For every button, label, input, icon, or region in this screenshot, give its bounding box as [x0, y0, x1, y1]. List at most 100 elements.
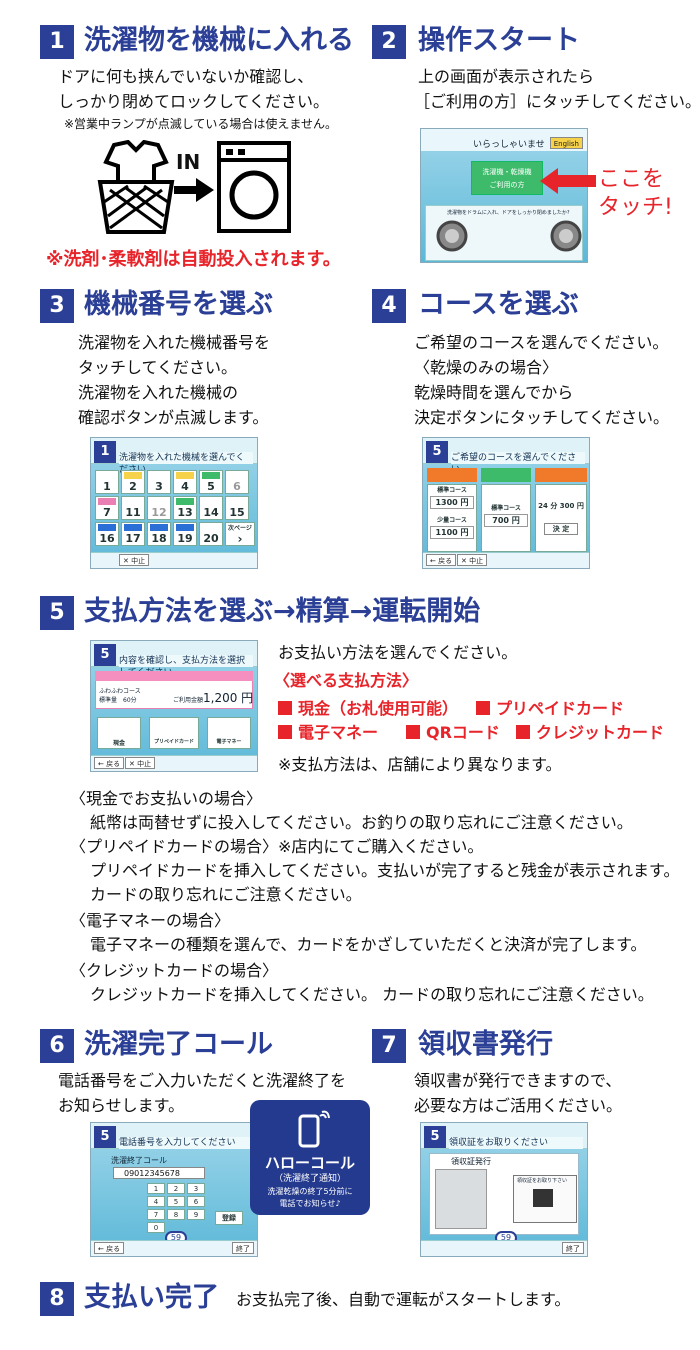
next-page-button[interactable]: 次ページ› [225, 522, 255, 546]
english-button[interactable]: English [549, 137, 583, 149]
step-6-line-2: お知らせします。 [58, 1096, 185, 1115]
machine-tile-6[interactable]: 6 [225, 470, 249, 494]
screen-step-num: 1 [94, 441, 116, 463]
step-3-line-4: 確認ボタンが点滅します。 [78, 408, 269, 427]
cancel-button[interactable]: ✕ 中止 [119, 554, 150, 566]
method-prepaid: プリペイドカード [476, 696, 624, 721]
step-3-line-3: 洗濯物を入れた機械の [78, 383, 239, 402]
step-1-note: ※営業中ランプが点滅している場合は使えません。 [64, 117, 337, 131]
machine-tile-3[interactable]: 3 [147, 470, 171, 494]
step-7-line-2: 必要な方はご活用ください。 [414, 1096, 623, 1115]
detail-line-1: 〈現金でお支払いの場合〉 [70, 789, 263, 808]
machine-tile-11[interactable]: 11 [121, 496, 145, 520]
machine-tile-17[interactable]: 17 [121, 522, 145, 546]
machine-tile-4[interactable]: 4 [173, 470, 197, 494]
emoney-button[interactable]: 電子マネー [207, 717, 251, 749]
step-2-line-1: 上の画面が表示されたら [418, 67, 595, 86]
machine-tile-13[interactable]: 13 [173, 496, 197, 520]
machine-tile-16[interactable]: 16 [95, 522, 119, 546]
key-1[interactable]: 1 [147, 1183, 165, 1194]
key-0[interactable]: 0 [147, 1222, 165, 1233]
course-standard[interactable]: 標準コース 1300 円 少量コース 1100 円 [427, 484, 477, 552]
detail-line-3: 〈プリペイドカードの場合〉※店内にてご購入ください。 [70, 837, 484, 856]
machine-tile-1[interactable]: 1 [95, 470, 119, 494]
user-button[interactable]: 洗濯機・乾燥機 ご利用の方 [471, 161, 543, 195]
step-3-line-1: 洗濯物を入れた機械番号を [78, 333, 271, 352]
user-button-label-1: 洗濯機・乾燥機 [482, 168, 532, 176]
step-4-number: 4 [372, 289, 406, 323]
hello-call-title: ハローコール [264, 1154, 355, 1172]
machine-tile-19[interactable]: 19 [173, 522, 197, 546]
hello-call-badge: ハローコール （洗濯終了通知） 洗濯乾燥の終了5分前に 電話でお知らせ♪ [250, 1100, 370, 1215]
course-select-title: ご希望のコースを選んでください [451, 452, 585, 475]
step-7-number: 7 [372, 1029, 406, 1063]
done-button[interactable]: 終了 [232, 1242, 254, 1254]
cancel-button[interactable]: ✕ 中止 [457, 554, 488, 566]
amount-label: ご利用金額 [173, 697, 204, 704]
screen-step-num: 5 [94, 644, 116, 666]
machine-tile-18[interactable]: 18 [147, 522, 171, 546]
cash-button[interactable]: 現金 [97, 717, 141, 749]
done-button[interactable]: 終了 [562, 1242, 584, 1254]
drum-icon [436, 220, 468, 252]
detail-line-5: カードの取り忘れにご注意ください。 [74, 885, 362, 904]
step-4-line-1: ご希望のコースを選んでください。 [414, 333, 669, 352]
call-label: 洗濯終了コール [111, 1156, 167, 1165]
key-5[interactable]: 5 [167, 1196, 185, 1207]
machine-tile-15[interactable]: 15 [225, 496, 249, 520]
step-7-title: 領収書発行 [418, 1029, 553, 1060]
step-1-number: 1 [40, 25, 74, 59]
prepaid-button[interactable]: プリペイドカード [149, 717, 199, 749]
hello-call-sub: （洗濯終了通知） [273, 1174, 346, 1184]
detail-line-4: プリペイドカードを挿入してください。支払いが完了すると残金が表示されます。 [74, 861, 680, 880]
machine-tile-14[interactable]: 14 [199, 496, 223, 520]
machine-tile-2[interactable]: 2 [121, 470, 145, 494]
step-1-red-note: ※洗剤･柔軟剤は自動投入されます。 [46, 249, 341, 270]
payment-methods-title: 〈選べる支払方法〉 [274, 671, 419, 690]
cancel-button[interactable]: ✕ 中止 [125, 757, 156, 769]
step-6-line-1: 電話番号をご入力いただくと洗濯終了を [58, 1071, 347, 1090]
step-2-number: 2 [372, 25, 406, 59]
decide-button[interactable]: 決 定 [544, 523, 578, 535]
machine-tile-12[interactable]: 12 [147, 496, 171, 520]
step-1-line-2: しっかり閉めてロックしてください。 [58, 92, 330, 111]
key-4[interactable]: 4 [147, 1196, 165, 1207]
key-9[interactable]: 9 [187, 1209, 205, 1220]
key-8[interactable]: 8 [167, 1209, 185, 1220]
machine-tile-7[interactable]: 7 [95, 496, 119, 520]
key-6[interactable]: 6 [187, 1196, 205, 1207]
step-8-title: 支払い完了 [84, 1282, 219, 1313]
detail-line-2: 紙幣は両替せずに投入してください。お釣りの取り忘れにご注意ください。 [74, 813, 633, 832]
hello-call-desc-2: 電話でお知らせ♪ [279, 1199, 341, 1208]
back-button[interactable]: ← 戻る [94, 1242, 125, 1254]
machine-tile-20[interactable]: 20 [199, 522, 223, 546]
washing-machine-icon [217, 141, 291, 233]
step-8-number: 8 [40, 1282, 74, 1316]
door-info-text: 洗濯物をドラムに入れ、ドアをしっかり閉めましたか? [447, 210, 570, 216]
back-button[interactable]: ← 戻る [94, 757, 125, 769]
method-credit: クレジットカード [516, 720, 664, 745]
payment-screen: 5 内容を確認し、支払方法を選択してください ふわふわコース 標準量 60分 ご… [90, 640, 258, 772]
key-2[interactable]: 2 [167, 1183, 185, 1194]
step-4-line-3: 乾燥時間を選んでから [414, 383, 574, 402]
method-cash: 現金（お札使用可能） [278, 696, 458, 721]
course-select-screen: 5 ご希望のコースを選んでください 標準コース 1300 円 少量コース 110… [422, 437, 590, 569]
back-button[interactable]: ← 戻る [426, 554, 457, 566]
hello-call-desc-1: 洗濯乾燥の終了5分前に [267, 1187, 353, 1196]
detail-line-6: 〈電子マネーの場合〉 [70, 911, 231, 930]
course-dry[interactable]: 標準コース 700 円 [481, 484, 531, 552]
laundry-basket-icon [97, 140, 175, 234]
amount-value: 1,200 円 [203, 691, 254, 705]
machine-select-title: 洗濯物を入れた機械を選んでください [119, 452, 253, 475]
step-2-line-2: ［ご利用の方］にタッチしてください。 [414, 92, 700, 111]
smartphone-icon [298, 1110, 330, 1148]
machine-tile-5[interactable]: 5 [199, 470, 223, 494]
greeting-text: いらっしゃいませ [473, 140, 545, 150]
key-3[interactable]: 3 [187, 1183, 205, 1194]
register-button[interactable]: 登録 [215, 1211, 243, 1225]
dry-time-panel[interactable]: 24 分 300 円 決 定 [535, 484, 587, 552]
red-arrow-icon [540, 168, 596, 194]
receipt-title: 領収証をお取りください [449, 1137, 583, 1149]
step-1-title: 洗濯物を機械に入れる [84, 25, 354, 56]
key-7[interactable]: 7 [147, 1209, 165, 1220]
